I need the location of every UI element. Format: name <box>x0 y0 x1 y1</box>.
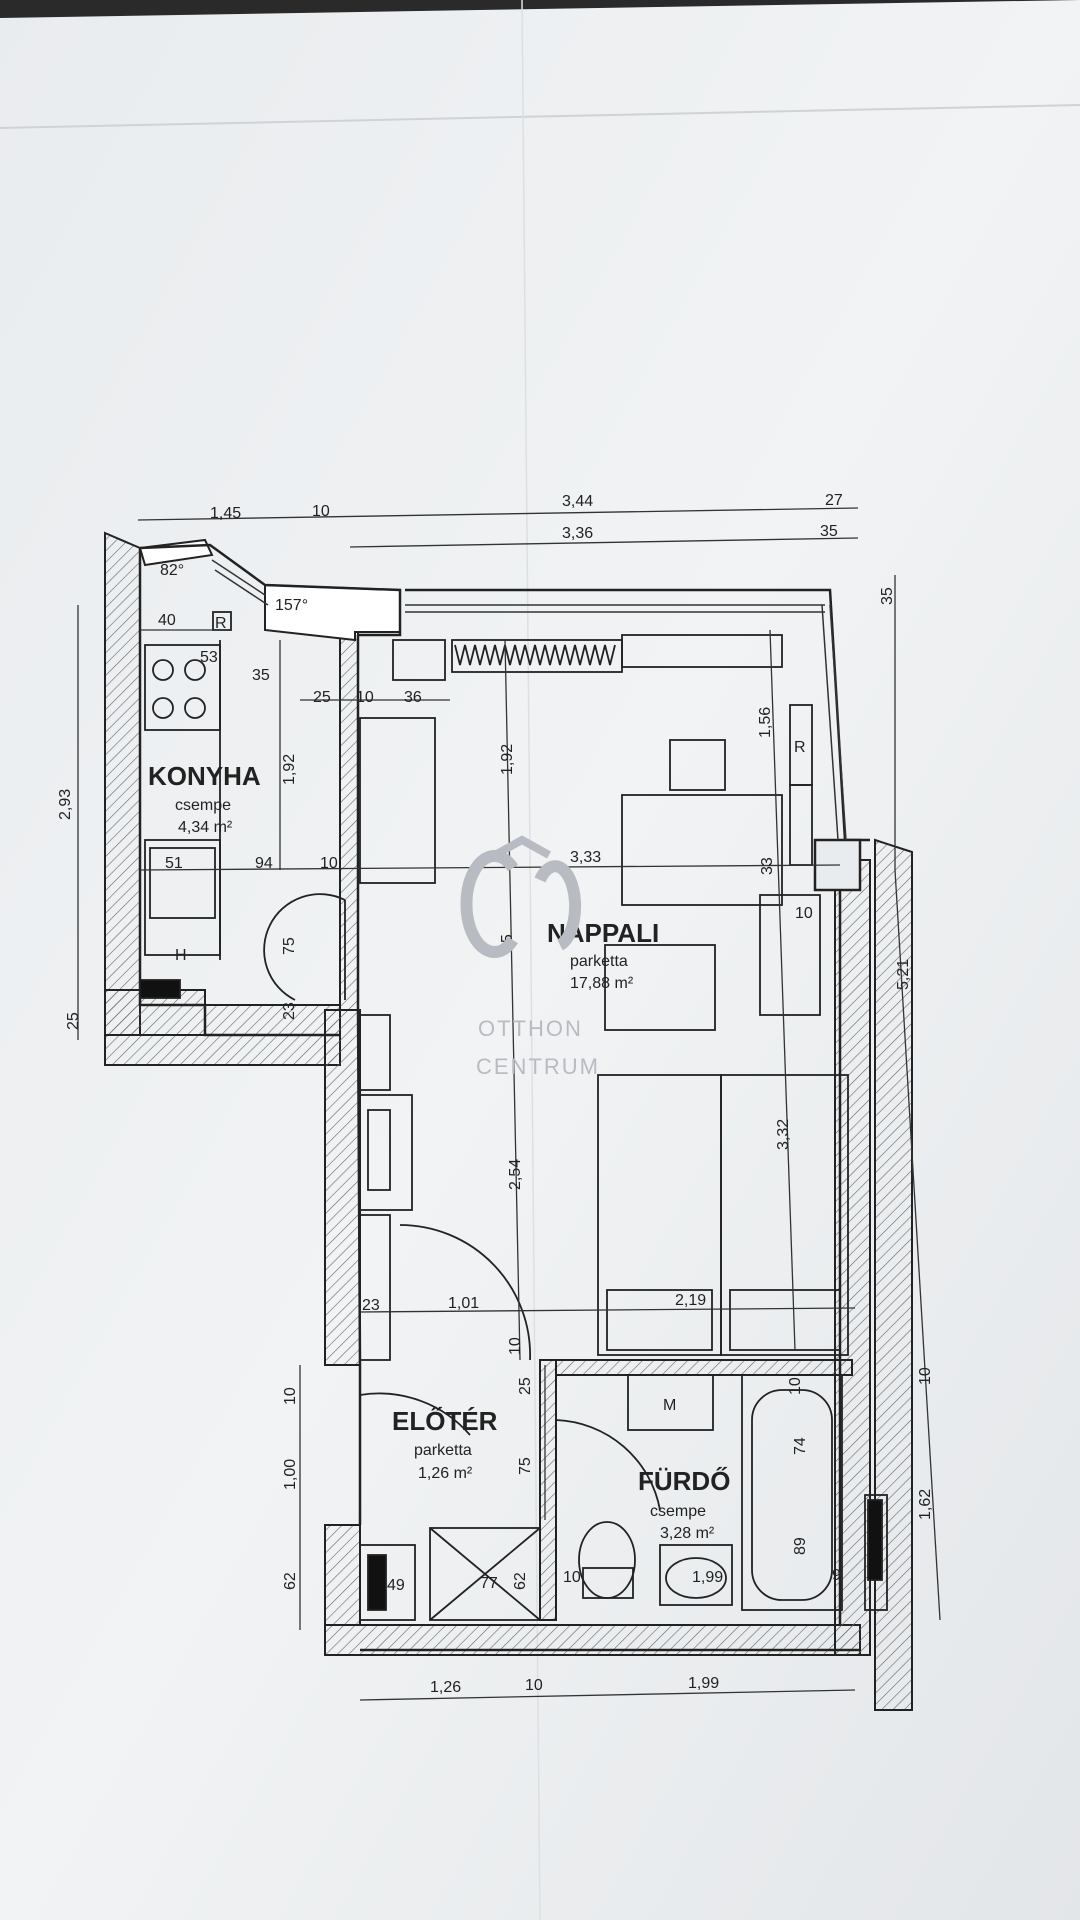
dim-f-10: 10 <box>787 1377 804 1395</box>
dim-top-1: 1,45 <box>210 505 241 522</box>
dim-right-35: 35 <box>879 587 896 605</box>
dimension-labels: 1,45 10 3,44 27 3,36 35 82° 157° 40 53 3… <box>57 492 934 1696</box>
dim-n-156: 1,56 <box>757 707 774 738</box>
symbols: R R M H <box>175 615 806 1414</box>
room-eloter-floor: parketta <box>414 1442 472 1459</box>
watermark-line-1: OTTHON <box>478 1016 583 1041</box>
washer-symbol: M <box>663 1397 676 1414</box>
dim-top-2: 10 <box>312 503 330 520</box>
angle-1: 82° <box>160 562 184 579</box>
watermark-line-2: CENTRUM <box>476 1054 600 1079</box>
otthon-centrum-logo-icon <box>460 835 582 958</box>
dim-e-62: 62 <box>282 1572 299 1590</box>
fridge-symbol-2: R <box>794 739 806 756</box>
dim-n-219: 2,19 <box>675 1292 706 1309</box>
dim-e-49: 49 <box>387 1577 405 1594</box>
dim-right-162: 1,62 <box>917 1489 934 1520</box>
dim-bot-126: 1,26 <box>430 1679 461 1696</box>
dim-e-25: 25 <box>517 1377 534 1395</box>
dim-n-33: 33 <box>759 857 776 875</box>
room-eloter-area: 1,26 m² <box>418 1465 473 1482</box>
dim-k-36: 36 <box>404 689 422 706</box>
room-konyha-area: 4,34 m² <box>178 819 233 836</box>
dimension-lines <box>77 507 941 1701</box>
dim-e-100: 1,00 <box>282 1459 299 1490</box>
room-nappali-area: 17,88 m² <box>570 975 634 992</box>
dim-n-23: 23 <box>362 1297 380 1314</box>
room-eloter-name: ELŐTÉR <box>392 1406 498 1436</box>
dim-f-10b: 10 <box>563 1569 581 1586</box>
dim-e-75: 75 <box>517 1457 534 1475</box>
dim-k-53: 53 <box>200 649 218 666</box>
dim-bot-199: 1,99 <box>688 1675 719 1692</box>
window-frames <box>211 559 847 841</box>
dim-right-10: 10 <box>917 1367 934 1385</box>
dim-f-89: 89 <box>792 1537 809 1555</box>
dim-k-75: 75 <box>281 937 298 955</box>
dim-k-40: 40 <box>158 612 176 629</box>
dim-n-332: 3,32 <box>775 1119 792 1150</box>
watermark: OTTHON CENTRUM <box>460 835 600 1079</box>
room-furdo-area: 3,28 m² <box>660 1525 715 1542</box>
dim-n-254: 2,54 <box>507 1159 524 1190</box>
paper-fold-vertical <box>521 0 541 1920</box>
dim-top-4: 27 <box>825 492 843 509</box>
dim-e-10: 10 <box>282 1387 299 1405</box>
room-nappali-floor: parketta <box>570 953 628 970</box>
dim-n-192: 1,92 <box>499 744 516 775</box>
room-konyha-floor: csempe <box>175 797 231 814</box>
dim-n-101: 1,01 <box>448 1295 479 1312</box>
dim-left-293: 2,93 <box>57 789 74 820</box>
dim-top2-2: 35 <box>820 523 838 540</box>
dim-n-10b: 10 <box>507 1337 524 1355</box>
room-furdo-name: FÜRDŐ <box>638 1466 730 1496</box>
dim-top2-1: 3,36 <box>562 525 593 542</box>
dim-n-10: 10 <box>795 905 813 922</box>
furniture <box>139 611 888 1621</box>
dim-left-25: 25 <box>65 1012 82 1030</box>
room-konyha-name: KONYHA <box>148 761 261 791</box>
dim-bot-10: 10 <box>525 1677 543 1694</box>
dim-e-62b: 62 <box>512 1572 529 1590</box>
dim-k-51: 51 <box>165 855 183 872</box>
dim-f-9: 9 <box>832 1567 841 1584</box>
room-furdo-floor: csempe <box>650 1503 706 1520</box>
angle-2: 157° <box>275 597 308 614</box>
dim-top-3: 3,44 <box>562 493 593 510</box>
dim-k-192: 1,92 <box>281 754 298 785</box>
dim-f-199: 1,99 <box>692 1569 723 1586</box>
dim-k-10: 10 <box>356 689 374 706</box>
paper-fold <box>0 104 1080 129</box>
stove-symbol: H <box>175 947 187 964</box>
dim-right-521: 5,21 <box>895 959 912 990</box>
dim-e-77: 77 <box>480 1575 498 1592</box>
dim-f-74: 74 <box>792 1437 809 1455</box>
fridge-symbol: R <box>215 615 227 632</box>
dim-k-35: 35 <box>252 667 270 684</box>
dim-k-25: 25 <box>313 689 331 706</box>
dim-k-10b: 10 <box>320 855 338 872</box>
dim-k-23: 23 <box>281 1002 298 1020</box>
dim-k-94: 94 <box>255 855 273 872</box>
room-labels: KONYHA csempe 4,34 m² NAPPALI parketta 1… <box>148 761 730 1542</box>
walls <box>104 531 913 1711</box>
dim-n-333: 3,33 <box>570 849 601 866</box>
